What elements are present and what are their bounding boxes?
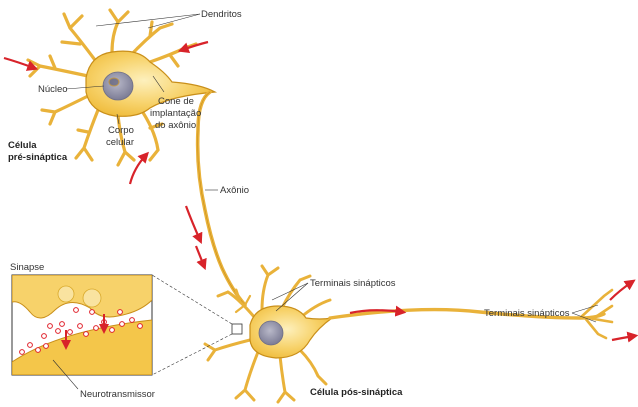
label-sinapse: Sinapse [10, 262, 44, 273]
label-postsynaptic: Célula pós-sináptica [310, 387, 403, 398]
label-cone-line1: Cone de [158, 96, 194, 107]
zoom-marker-box [232, 324, 242, 334]
label-terminais-2: Terminais sinápticos [484, 308, 570, 319]
label-presynaptic-line1: Célula [8, 140, 37, 151]
label-axonio: Axônio [220, 185, 249, 196]
postsynaptic-nucleus [259, 321, 283, 345]
postsynaptic-neuron [205, 266, 612, 402]
label-cone-line2: implantação [150, 108, 201, 119]
axon [198, 92, 245, 305]
axon-terminals [580, 290, 612, 338]
synapse-inset [12, 275, 152, 375]
presynaptic-nucleus [103, 72, 133, 100]
label-neurotransmissor: Neurotransmissor [80, 389, 155, 400]
label-corpo-line1: Corpo [108, 125, 134, 136]
label-nucleo: Núcleo [38, 84, 68, 95]
label-presynaptic-line2: pré-sináptica [8, 152, 68, 163]
label-dendritos: Dendritos [201, 9, 242, 20]
label-cone-line3: do axônio [155, 120, 196, 131]
label-corpo-line2: celular [106, 137, 134, 148]
label-terminais-1: Terminais sinápticos [310, 278, 396, 289]
